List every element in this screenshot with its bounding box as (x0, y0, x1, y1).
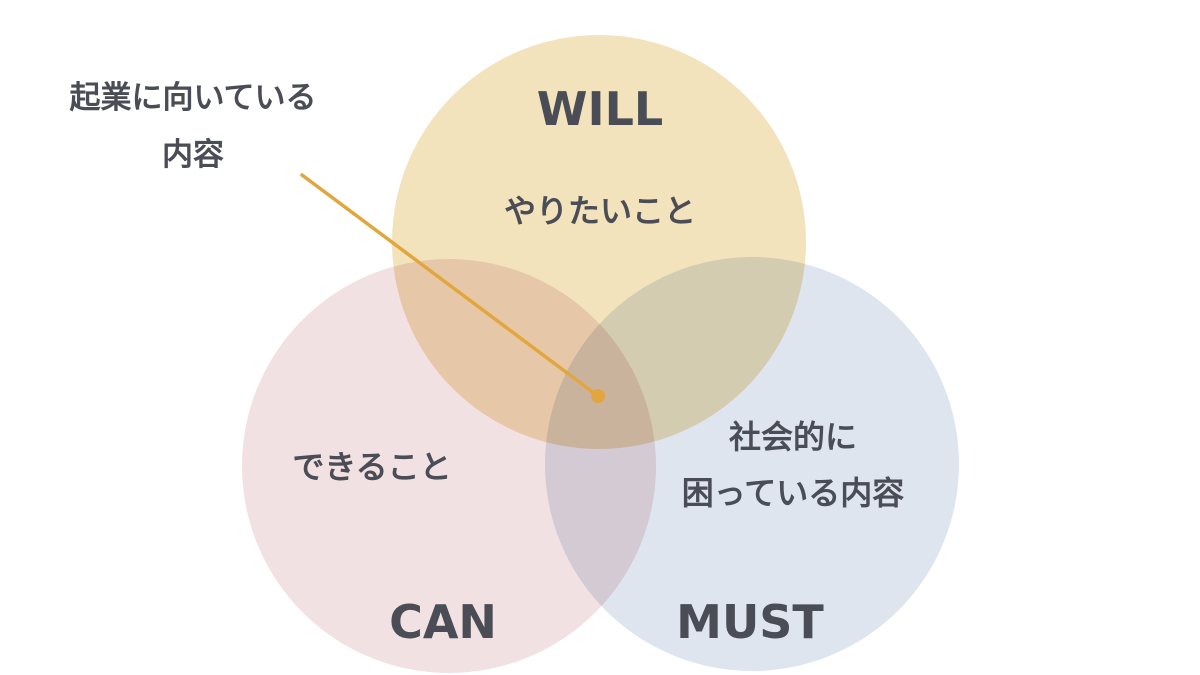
must-subtitle-line1: 社会的に (729, 418, 857, 456)
callout-line2: 内容 (162, 137, 224, 173)
must-title: MUST (676, 595, 824, 649)
pointer-dot (591, 389, 605, 403)
must-subtitle-line2: 困っている内容 (682, 474, 904, 512)
callout-line1: 起業に向いている (69, 80, 316, 116)
pointer-line (300, 173, 600, 398)
must-circle (545, 257, 959, 671)
labels-group: WILL やりたいこと できること CAN 社会的に 困っている内容 MUST … (69, 80, 904, 649)
callout-pointer (300, 173, 605, 403)
will-subtitle: やりたいこと (504, 192, 696, 230)
can-subtitle: できること (292, 448, 451, 486)
will-title: WILL (537, 82, 663, 136)
can-title: CAN (389, 595, 497, 649)
